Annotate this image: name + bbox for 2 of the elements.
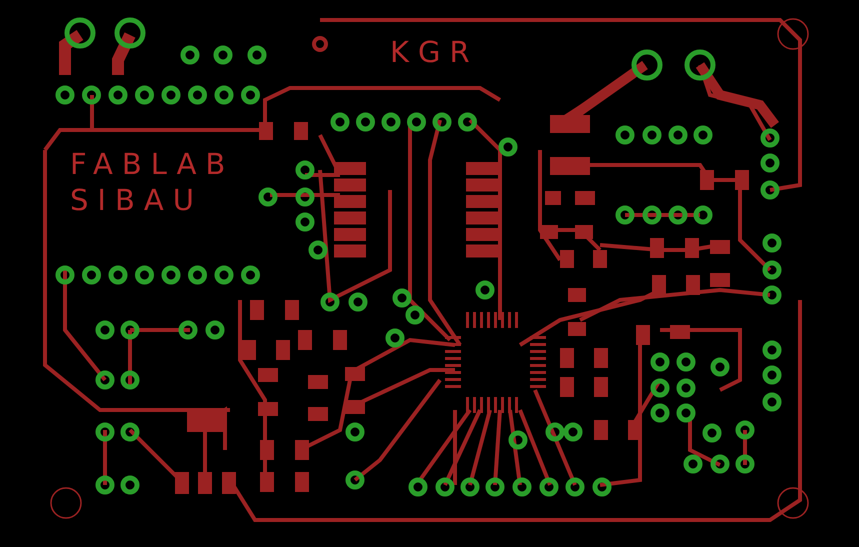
board-marking-text: KGR — [390, 34, 480, 70]
silkscreen-text: FABLAB SIBAU — [70, 146, 236, 218]
